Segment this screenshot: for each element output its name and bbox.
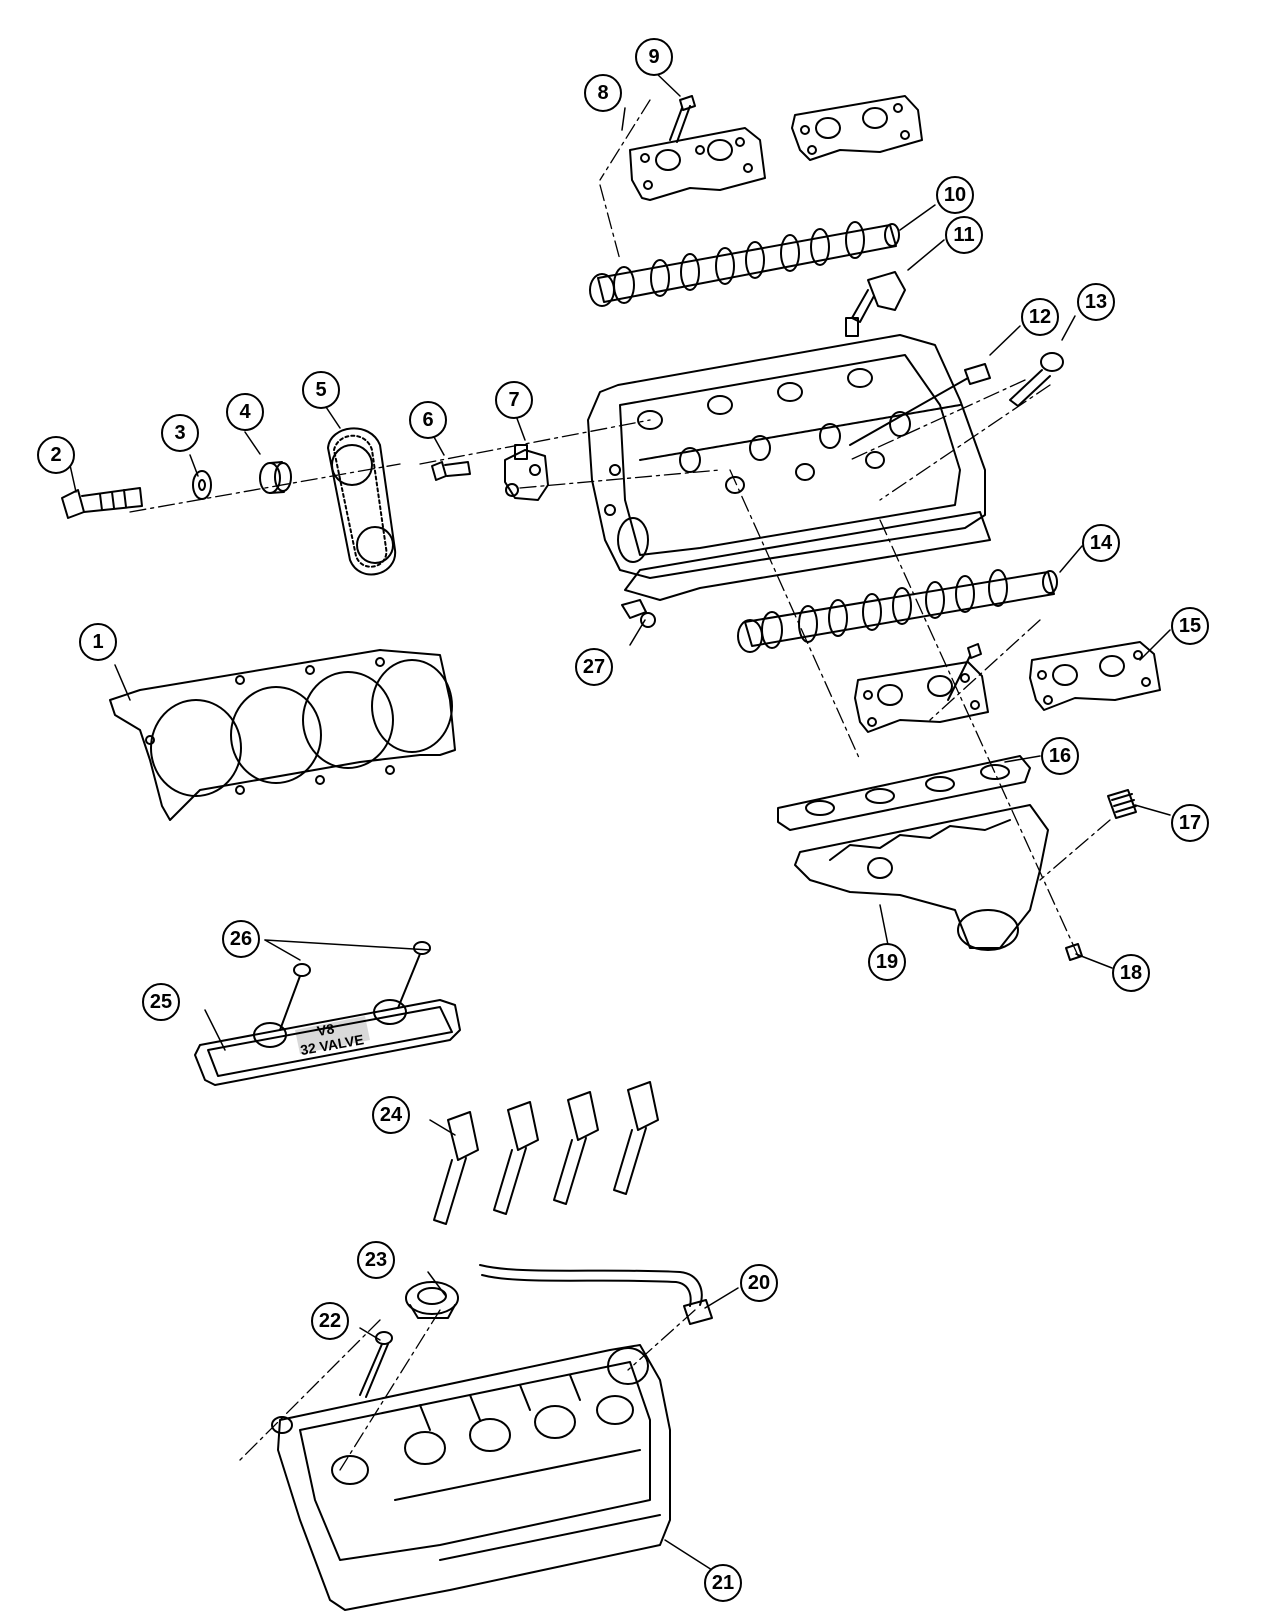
exhaust-manifold — [794, 804, 1049, 951]
callout-11: 11 — [945, 216, 983, 254]
callout-13: 13 — [1077, 283, 1115, 321]
callout-16: 16 — [1041, 737, 1079, 775]
chain-tensioner — [504, 444, 549, 501]
callout-25: 25 — [142, 983, 180, 1021]
ignition-coil-2 — [493, 1101, 539, 1215]
camshaft-bearing-cap-lower-right — [1029, 641, 1161, 711]
stud — [849, 363, 991, 446]
callout-17: 17 — [1171, 804, 1209, 842]
callout-26: 26 — [222, 920, 260, 958]
callout-27: 27 — [575, 648, 613, 686]
camshaft-bearing-cap-lower-left — [854, 661, 989, 733]
camshaft-sprocket-bolt — [61, 487, 143, 519]
callout-7: 7 — [495, 381, 533, 419]
callout-10: 10 — [936, 176, 974, 214]
valve-cover — [271, 1344, 671, 1611]
pcv-hose — [479, 1264, 713, 1325]
camshaft-bearing-cap-upper-left — [629, 127, 766, 201]
spacer — [259, 461, 292, 494]
bearing-cap-bolt-lower — [947, 643, 982, 701]
callout-9: 9 — [635, 38, 673, 76]
exhaust-manifold-gasket — [777, 755, 1031, 831]
center-lines — [129, 99, 1111, 1471]
callout-1: 1 — [79, 623, 117, 661]
cylinder-head — [587, 334, 991, 628]
cylinder-head-bolt — [1009, 352, 1064, 407]
head-gasket — [109, 649, 456, 821]
camshaft-upper — [589, 221, 900, 307]
callout-6: 6 — [409, 401, 447, 439]
camshaft-lower — [737, 569, 1058, 653]
camshaft-position-sensor — [845, 271, 906, 337]
intake-side-flange — [621, 599, 647, 619]
callout-18: 18 — [1112, 954, 1150, 992]
washer — [192, 470, 212, 500]
callout-14: 14 — [1082, 524, 1120, 562]
callout-2: 2 — [37, 436, 75, 474]
bearing-cap-bolt — [669, 95, 696, 143]
coil-cover: V8 32 VALVE — [194, 999, 461, 1086]
oil-filler-cap — [405, 1281, 459, 1319]
callout-22: 22 — [311, 1302, 349, 1340]
ignition-coils — [433, 1081, 659, 1225]
callout-4: 4 — [226, 393, 264, 431]
coil-cover-bolts — [279, 941, 431, 1031]
callout-15: 15 — [1171, 607, 1209, 645]
callout-19: 19 — [868, 943, 906, 981]
bolt-6 — [431, 461, 471, 481]
callout-5: 5 — [302, 371, 340, 409]
leader-lines — [67, 71, 1171, 1571]
callout-24: 24 — [372, 1096, 410, 1134]
ignition-coil-3 — [553, 1091, 599, 1205]
valve-cover-bolt — [359, 1331, 393, 1398]
camshaft-bearing-cap-upper-right — [791, 95, 923, 161]
timing-chain — [327, 427, 397, 576]
ignition-coil-1 — [433, 1111, 479, 1225]
callout-21: 21 — [704, 1564, 742, 1602]
callout-23: 23 — [357, 1241, 395, 1279]
manifold-nut — [1065, 943, 1083, 961]
stamp-v8: V8 — [316, 1020, 336, 1039]
callout-3: 3 — [161, 414, 199, 452]
oxygen-sensor — [1107, 789, 1137, 819]
callout-12: 12 — [1021, 298, 1059, 336]
callout-8: 8 — [584, 74, 622, 112]
ignition-coil-4 — [613, 1081, 659, 1195]
callout-20: 20 — [740, 1264, 778, 1302]
